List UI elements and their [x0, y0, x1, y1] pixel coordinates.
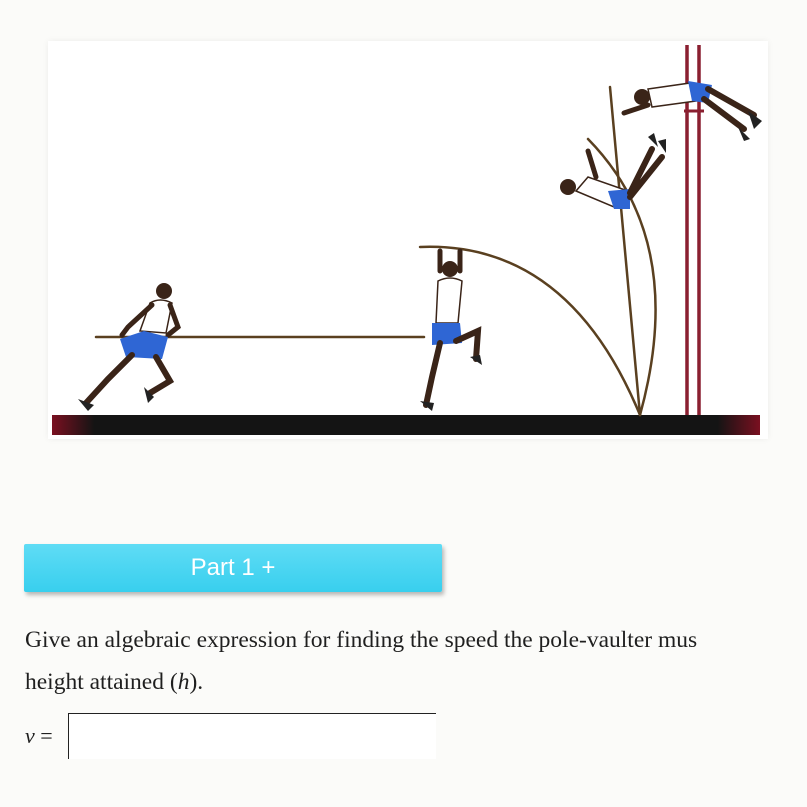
pole-vault-illustration [48, 41, 768, 439]
speed-variable: v [25, 723, 35, 748]
athlete-swinging [560, 133, 666, 209]
answer-row: v = [25, 713, 455, 761]
ground-strip [52, 415, 760, 435]
question-line-2-end: ). [189, 669, 204, 695]
question-line-2: height attained (h). [25, 661, 807, 703]
answer-label: v = [25, 723, 53, 749]
vaulting-poles [94, 85, 657, 417]
question-line-2-start: height attained ( [25, 669, 178, 695]
height-variable: h [177, 669, 190, 695]
question-line-1: Give an algebraic expression for finding… [25, 627, 698, 653]
question-text: Give an algebraic expression for finding… [25, 619, 807, 703]
speed-expression-input[interactable] [68, 713, 436, 759]
athlete-running [78, 283, 181, 411]
athlete-clearing-bar [621, 81, 762, 141]
uprights [685, 45, 701, 415]
part-1-expand-button[interactable]: Part 1 + [24, 544, 442, 592]
pole-vault-drawing [52, 45, 762, 435]
equals-sign: = [34, 723, 53, 748]
athlete-planting [420, 248, 482, 411]
